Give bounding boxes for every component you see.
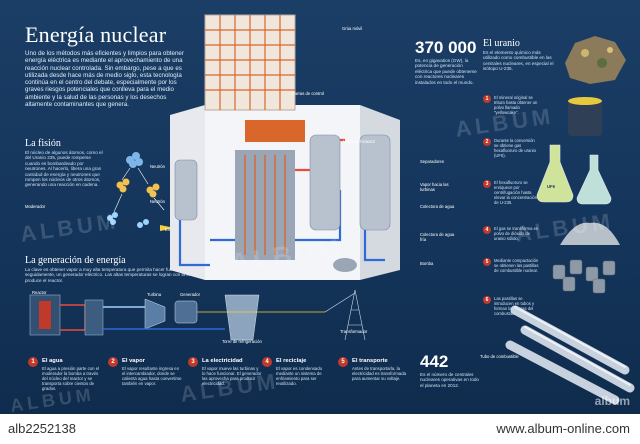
generacion-heading: La generación de energía bbox=[25, 255, 126, 266]
plant-label-separadores: Separadores bbox=[420, 159, 444, 164]
diagram-label-torre: Torre de refrigeración bbox=[222, 339, 262, 344]
nuclear-plant-cutaway bbox=[170, 14, 400, 280]
uranio-step-6-number: 6 bbox=[483, 296, 491, 304]
step-3-number: 3 bbox=[188, 357, 198, 367]
diagram-label-turbina: Turbina bbox=[147, 292, 162, 297]
step-1-title: El agua bbox=[42, 358, 63, 364]
uranium-ore-illustration bbox=[565, 36, 626, 84]
step-4-number: 4 bbox=[262, 357, 272, 367]
uranio-step-5-number: 5 bbox=[483, 258, 491, 266]
intro-paragraph: Uno de los métodos más eficientes y limp… bbox=[25, 50, 184, 109]
footer-bar: alb2252138 www.album-online.com bbox=[0, 414, 640, 444]
fision-heading: La fisión bbox=[25, 138, 61, 149]
fision-label-neutron-2: Neutrón bbox=[150, 199, 165, 204]
watermark-3: ALBUM bbox=[453, 103, 556, 142]
step-2-number: 2 bbox=[108, 357, 118, 367]
plant-label-barras: Barras de control bbox=[292, 91, 324, 96]
uranio-step-4-text: El gas se transforma en polvo de dióxido… bbox=[494, 226, 539, 241]
diagram-label-reactor: Reactor bbox=[32, 290, 47, 295]
plant-label-colectora-fria: Colectora de agua fría bbox=[420, 232, 455, 242]
uranio-step-4-number: 4 bbox=[483, 226, 491, 234]
stat-370000-text: Es, en gigavatios (GW), la potencia de g… bbox=[415, 58, 477, 85]
plant-label-vasija: Vasija del reactor bbox=[343, 139, 376, 144]
step-2-title: El vapor bbox=[122, 358, 145, 364]
uranio-step-3-text: El hexafluoruro se enriquece por centrif… bbox=[494, 180, 538, 205]
watermark-5: ALBUM bbox=[178, 368, 281, 407]
uranio-step-3-number: 3 bbox=[483, 180, 491, 188]
stat-442-text: Es el número de centrales nucleares oper… bbox=[420, 372, 479, 388]
uranio-step-5-text: Mediante compactación se obtienen las pa… bbox=[494, 258, 539, 273]
fision-atoms-illustration bbox=[107, 152, 175, 231]
flask-label-uf6: UF6 bbox=[547, 184, 555, 189]
plant-label-grua: Grúa móvil bbox=[342, 26, 363, 31]
uranio-step-6-text: Las pastillas se introducen en tubos y f… bbox=[494, 296, 535, 316]
step-4-text: El vapor es condensado mediante un siste… bbox=[276, 366, 323, 386]
uf6-flask-illustration bbox=[536, 144, 612, 205]
uranio-step-1-number: 1 bbox=[483, 95, 491, 103]
uranio-step-2-text: Durante la conversión se obtiene gas hex… bbox=[494, 138, 536, 158]
fision-label-neutron: Neutrón bbox=[150, 164, 165, 169]
power-generation-diagram bbox=[29, 289, 366, 341]
fuel-rods-illustration bbox=[505, 305, 635, 405]
uranio-step-1-text: El mineral original se tritura hasta obt… bbox=[494, 95, 538, 115]
plant-label-bomba: Bomba bbox=[420, 261, 434, 266]
generacion-text: La clave es obtener vapor a muy alta tem… bbox=[25, 267, 229, 283]
yellowcake-barrel-illustration bbox=[568, 97, 602, 136]
album-corner-logo: album bbox=[594, 394, 630, 408]
step-3-text: El vapor mueve las turbinas y lo hace fu… bbox=[202, 366, 262, 386]
uranio-heading: El uranio bbox=[483, 38, 520, 49]
stat-370000-value: 370 000 bbox=[415, 38, 477, 57]
step-5-number: 5 bbox=[338, 357, 348, 367]
step-2-text: El vapor resultante ingresa en el interc… bbox=[122, 366, 182, 386]
uranio-text: Es el elemento químico más utilizado com… bbox=[483, 50, 554, 72]
diagram-label-transformador: Transformador bbox=[340, 329, 368, 334]
step-5-title: El transporte bbox=[352, 358, 388, 364]
step-1-text: El agua a presión parte con el moderador… bbox=[42, 366, 100, 391]
fision-text: El núcleo de algunos átomos, como el del… bbox=[25, 150, 103, 188]
image-id: alb2252138 bbox=[8, 421, 76, 436]
step-5-text: Antes de transportarla, la electricidad … bbox=[352, 366, 406, 381]
step-1-number: 1 bbox=[28, 357, 38, 367]
fuel-pellets-illustration bbox=[552, 259, 616, 294]
diagram-label-generador: Generador bbox=[180, 292, 201, 297]
site-url[interactable]: www.album-online.com bbox=[496, 421, 630, 436]
plant-label-colectora: Colectora de agua bbox=[420, 204, 455, 209]
uranio-step-2-number: 2 bbox=[483, 138, 491, 146]
step-4-title: El reciclaje bbox=[276, 358, 307, 364]
stat-442-value: 442 bbox=[420, 352, 449, 371]
step-3-title: La electricidad bbox=[202, 358, 243, 364]
poster-title: Energía nuclear bbox=[25, 22, 167, 47]
plant-label-vapor: Vapor hacia las turbinas bbox=[420, 182, 449, 192]
fision-label-moderador: Moderador bbox=[25, 204, 46, 209]
rod-label: Tubo de combustible bbox=[480, 354, 519, 359]
infographic-poster: Energía nuclear Uno de los métodos más e… bbox=[0, 0, 640, 414]
uranium-powder-illustration bbox=[560, 222, 620, 245]
